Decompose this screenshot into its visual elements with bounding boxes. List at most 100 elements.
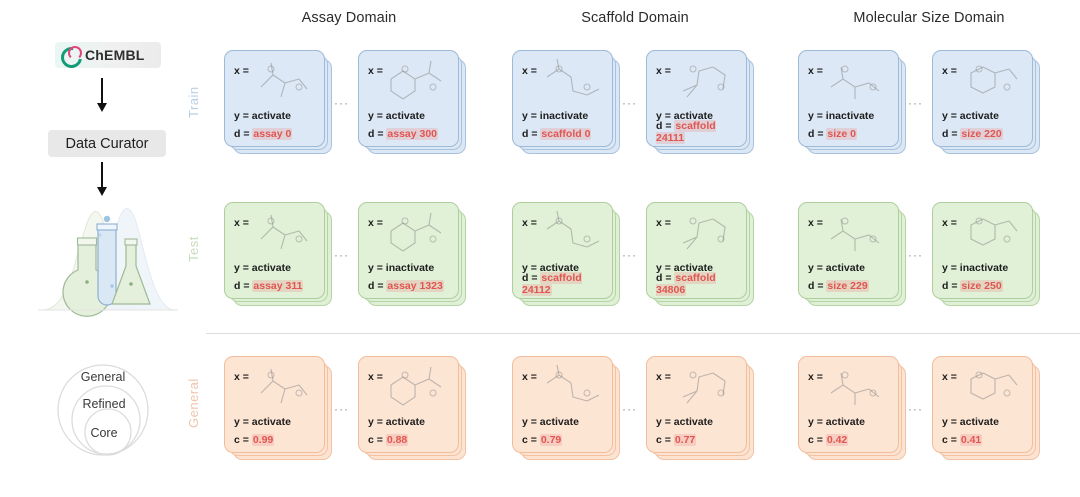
card-domain-value: assay 311 — [252, 280, 304, 292]
card-x-label: x = — [656, 217, 671, 229]
molecule-structure-icon — [673, 209, 741, 255]
card-domain-label: d = scaffold 24111 — [656, 120, 716, 144]
card-domain-value: 0.41 — [959, 434, 983, 446]
card-domain-value: assay 300 — [386, 128, 439, 140]
card-y-label: y = activate — [656, 416, 713, 428]
card-domain-label: d = assay 300 — [368, 128, 439, 140]
card-x-label: x = — [368, 65, 383, 77]
card-domain-label: d = scaffold 34806 — [656, 272, 716, 296]
card-domain-value: scaffold 34806 — [656, 272, 716, 296]
card-domain-label: d = assay 0 — [234, 128, 293, 140]
more-samples-ellipsis: ··· — [334, 96, 349, 110]
card-domain-label: d = size 0 — [808, 128, 857, 140]
card-domain-value: scaffold 24112 — [522, 272, 582, 296]
card-domain-value: size 250 — [960, 280, 1003, 292]
card-x-label: x = — [808, 65, 823, 77]
card-face[interactable]: x = y = activate c = 0.77 — [646, 356, 747, 453]
pipeline-column: ChEMBL Data Curator — [0, 0, 206, 497]
molecule-structure-icon — [385, 209, 453, 255]
molecule-structure-icon — [673, 363, 741, 409]
row-label-test: Test — [186, 236, 201, 262]
card-y-label: y = inactivate — [942, 262, 1009, 274]
down-arrow-icon-2 — [97, 162, 107, 196]
card-domain-value: assay 1323 — [386, 280, 444, 292]
molecule-structure-icon — [825, 57, 893, 103]
more-samples-ellipsis: ··· — [334, 248, 349, 262]
venn-label-refined: Refined — [82, 397, 126, 411]
card-domain-label: c = 0.88 — [368, 434, 409, 446]
card-y-label: y = activate — [942, 110, 999, 122]
card-domain-label: c = 0.41 — [942, 434, 983, 446]
molecule-structure-icon — [539, 57, 607, 103]
card-domain-label: c = 0.77 — [656, 434, 697, 446]
card-domain-value: 0.88 — [385, 434, 409, 446]
molecule-structure-icon — [251, 209, 319, 255]
molecule-structure-icon — [539, 209, 607, 255]
card-x-label: x = — [522, 371, 537, 383]
sample-card[interactable]: x = y = activate c = 0.77 — [646, 356, 754, 460]
molecule-structure-icon — [251, 363, 319, 409]
card-y-label: y = activate — [234, 416, 291, 428]
card-x-label: x = — [942, 65, 957, 77]
card-x-label: x = — [656, 371, 671, 383]
molecule-structure-icon — [385, 57, 453, 103]
card-domain-label: c = 0.42 — [808, 434, 849, 446]
molecule-structure-icon — [825, 209, 893, 255]
card-y-label: y = activate — [808, 262, 865, 274]
card-y-label: y = inactivate — [368, 262, 435, 274]
card-domain-label: d = size 250 — [942, 280, 1003, 292]
chembl-label: ChEMBL — [85, 47, 145, 63]
chembl-source-chip: ChEMBL — [55, 42, 161, 72]
chembl-logo-icon — [56, 42, 87, 72]
more-samples-ellipsis: ··· — [334, 402, 349, 416]
card-domain-label: d = scaffold 24112 — [522, 272, 582, 296]
data-curator-label: Data Curator — [65, 135, 149, 152]
card-y-label: y = activate — [368, 416, 425, 428]
down-arrow-icon — [97, 78, 107, 112]
molecule-structure-icon — [673, 57, 741, 103]
card-x-label: x = — [656, 65, 671, 77]
